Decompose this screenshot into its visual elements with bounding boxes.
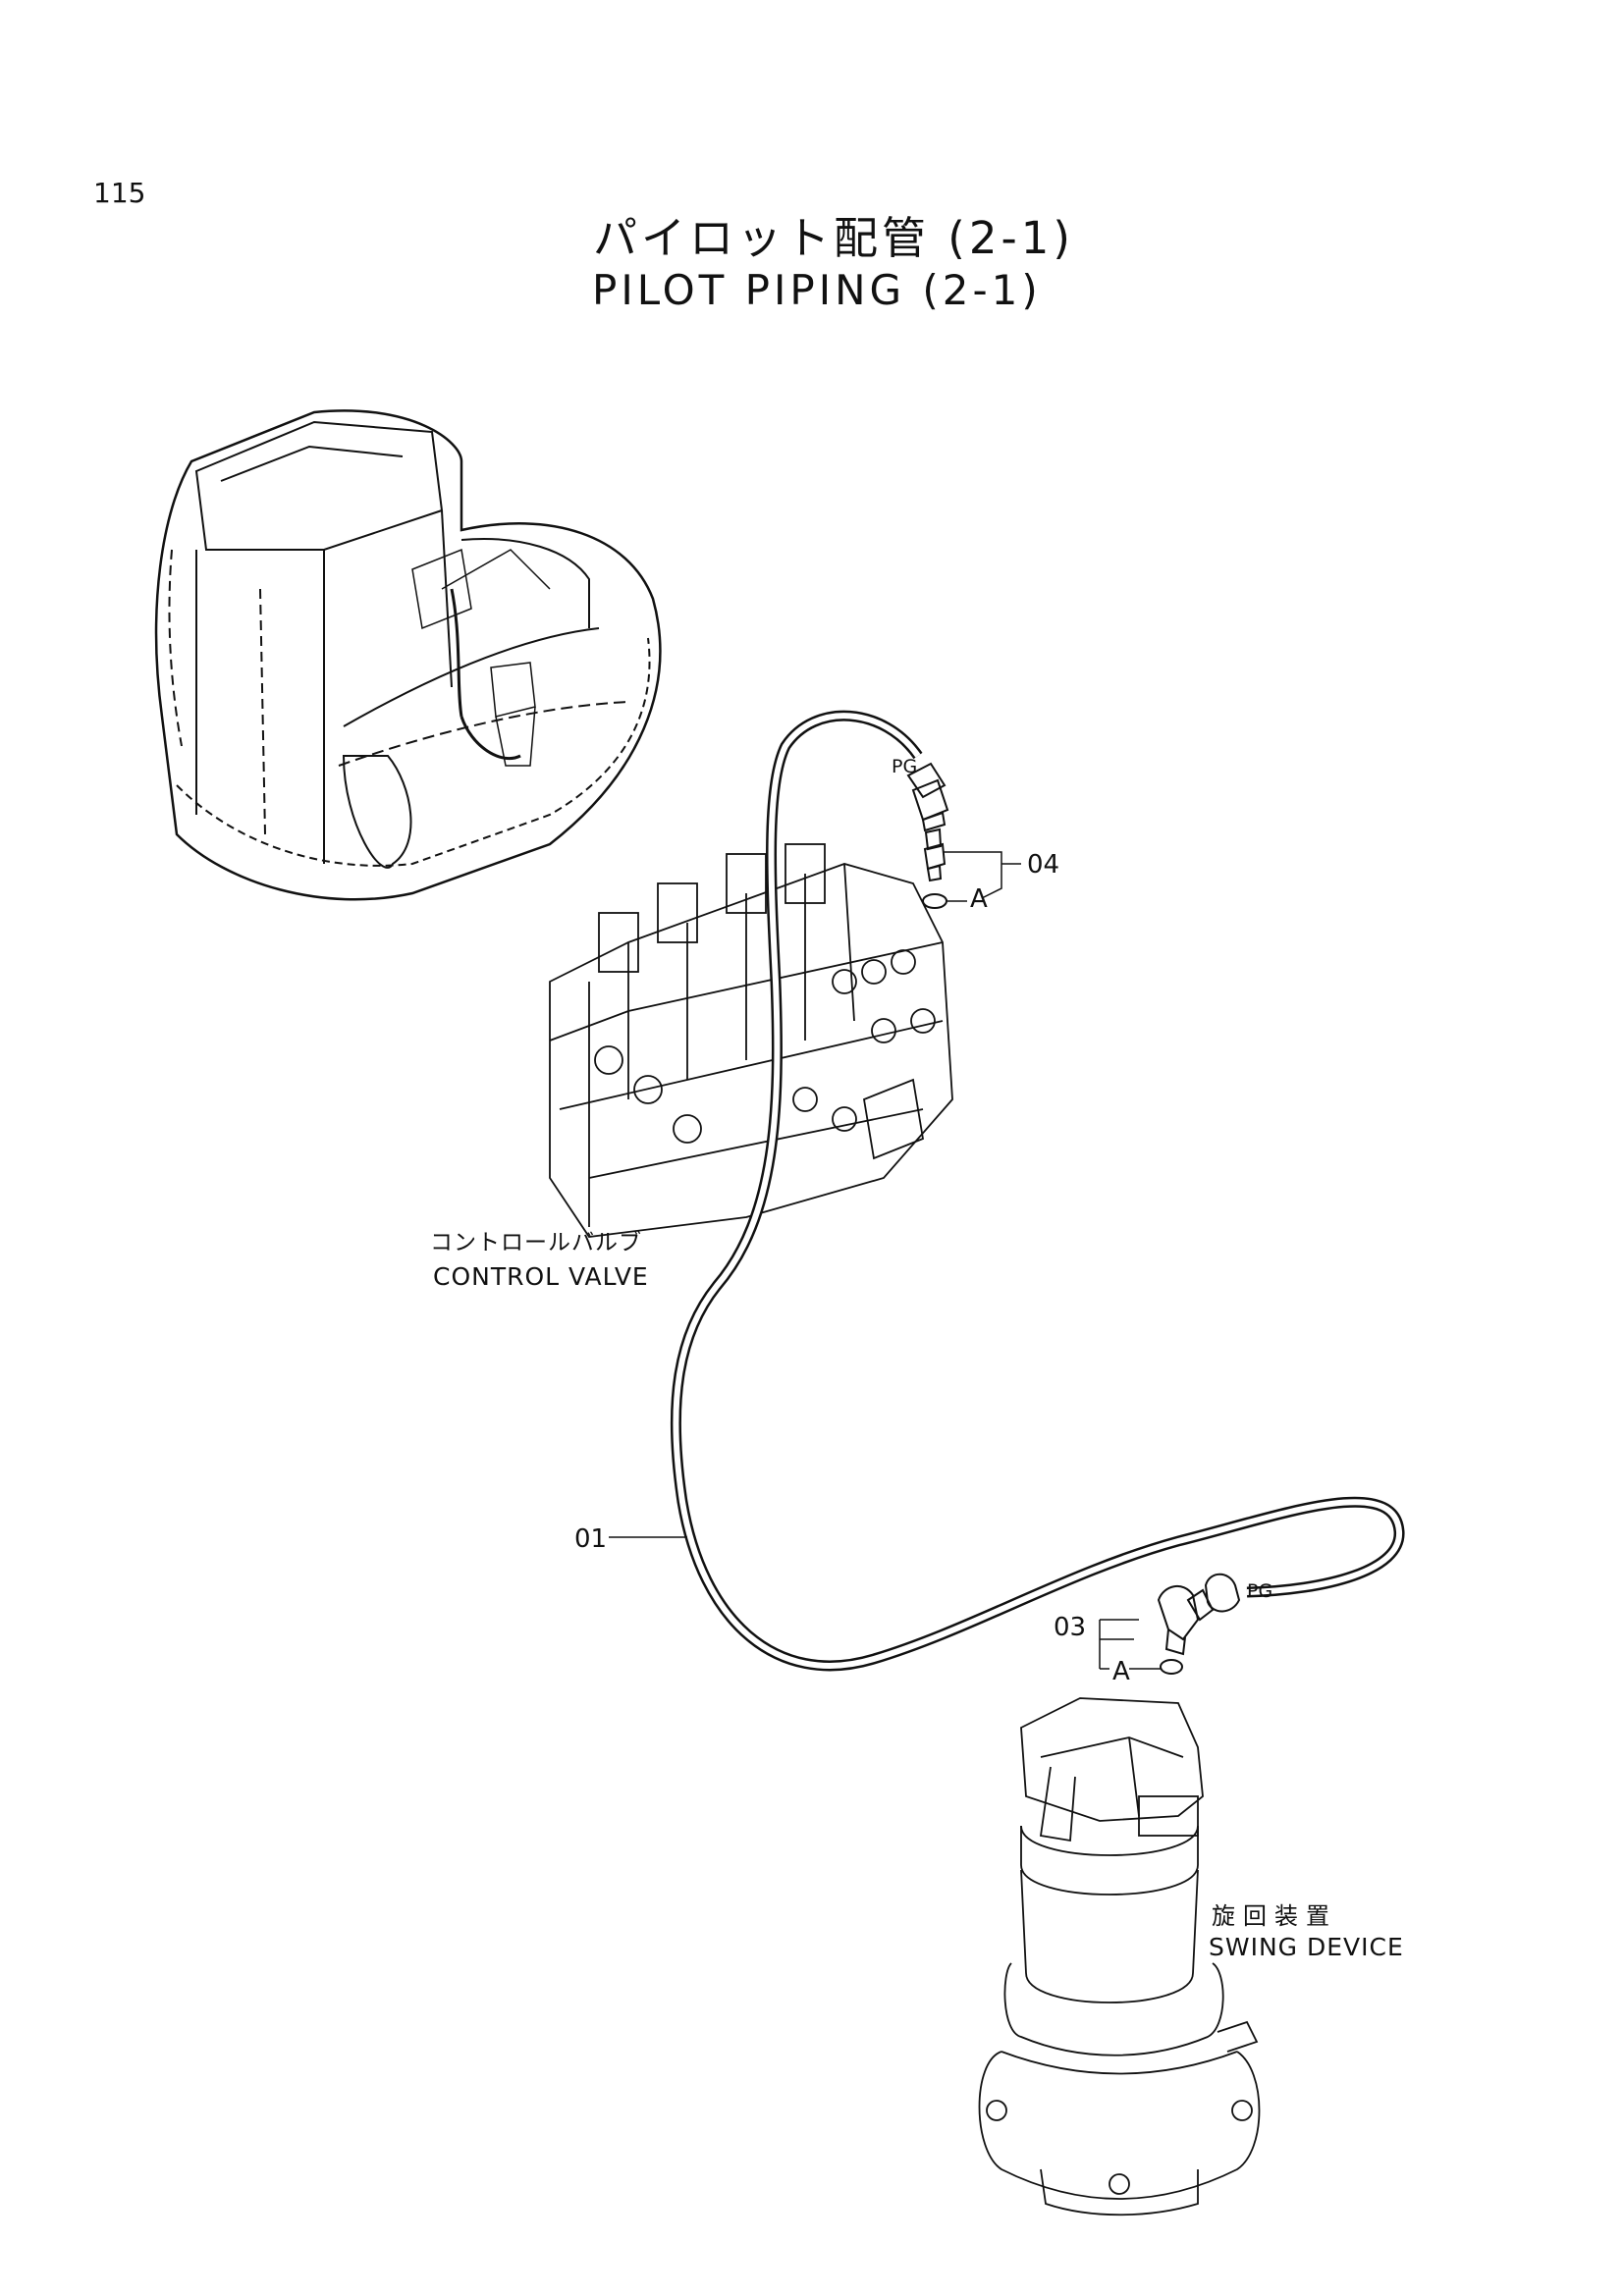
swing-device-label-english: SWING DEVICE [1209,1933,1404,1961]
pilot-hose-01 [670,710,1405,1672]
control-valve-label-japanese: コントロールバルブ [430,1230,642,1255]
page-title-japanese: パイロット配管 (2-1) [593,212,1074,264]
page-title-english: PILOT PIPING (2-1) [592,266,1042,314]
callout-adapter: 04 [1027,850,1060,880]
callout-port-bottom: PG [1247,1580,1273,1602]
control-valve-illustration [549,843,953,1238]
callout-o-ring-bottom: A [1112,1657,1130,1686]
callout-o-ring-top: A [970,884,988,914]
control-valve-label-english: CONTROL VALVE [433,1262,649,1291]
page-number: 115 [93,177,146,209]
bottom-fittings [1099,1573,1241,1675]
top-fittings [906,762,1021,909]
swing-device-label-japanese: 旋回装置 [1212,1902,1337,1930]
callout-port-top: PG [892,756,918,777]
swing-device-illustration [978,1697,1261,2216]
callout-hose: 01 [574,1524,608,1554]
excavator-upper-illustration [154,409,662,901]
callout-elbow: 03 [1054,1613,1087,1642]
